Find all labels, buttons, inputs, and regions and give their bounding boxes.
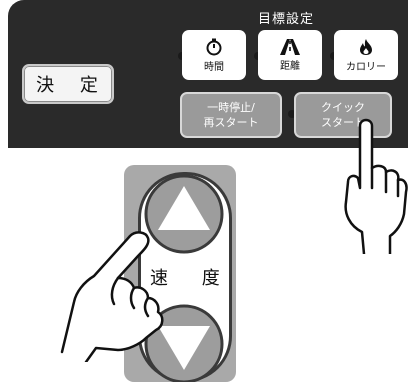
quick-start-line1: クイック — [321, 101, 365, 114]
pointing-hand-icon — [344, 118, 408, 254]
flame-icon — [360, 38, 372, 55]
goal-time-button[interactable]: 時間 — [182, 30, 246, 80]
indicator-dot — [288, 110, 296, 118]
pause-line2: 再スタート — [203, 116, 259, 129]
triangle-down-icon — [158, 326, 210, 370]
speed-up-button[interactable] — [138, 172, 232, 382]
pause-restart-button[interactable]: 一時停止/ 再スタート — [180, 92, 282, 138]
goal-distance-label: 距離 — [280, 60, 300, 72]
goal-time-label: 時間 — [204, 61, 224, 73]
decide-button[interactable]: 決 定 — [22, 64, 114, 104]
speed-label: 速 度 — [150, 268, 234, 289]
stopwatch-icon — [206, 38, 222, 55]
quick-start-button[interactable]: クイック スタート — [294, 92, 392, 138]
goal-calorie-button[interactable]: カロリー — [334, 30, 398, 80]
road-icon — [280, 38, 300, 55]
triangle-up-icon — [158, 186, 210, 230]
pause-line1: 一時停止/ — [207, 101, 255, 114]
speed-down-button[interactable] — [138, 300, 232, 382]
goal-setting-title: 目標設定 — [258, 12, 315, 27]
quick-start-line2: スタート — [321, 116, 365, 129]
goal-distance-button[interactable]: 距離 — [258, 30, 322, 80]
goal-calorie-label: カロリー — [346, 61, 386, 73]
pointing-hand-icon — [60, 231, 164, 362]
console-panel: 目標設定 決 定 時間 距離 カロリー 一時停止/ 再スタ — [8, 0, 408, 148]
